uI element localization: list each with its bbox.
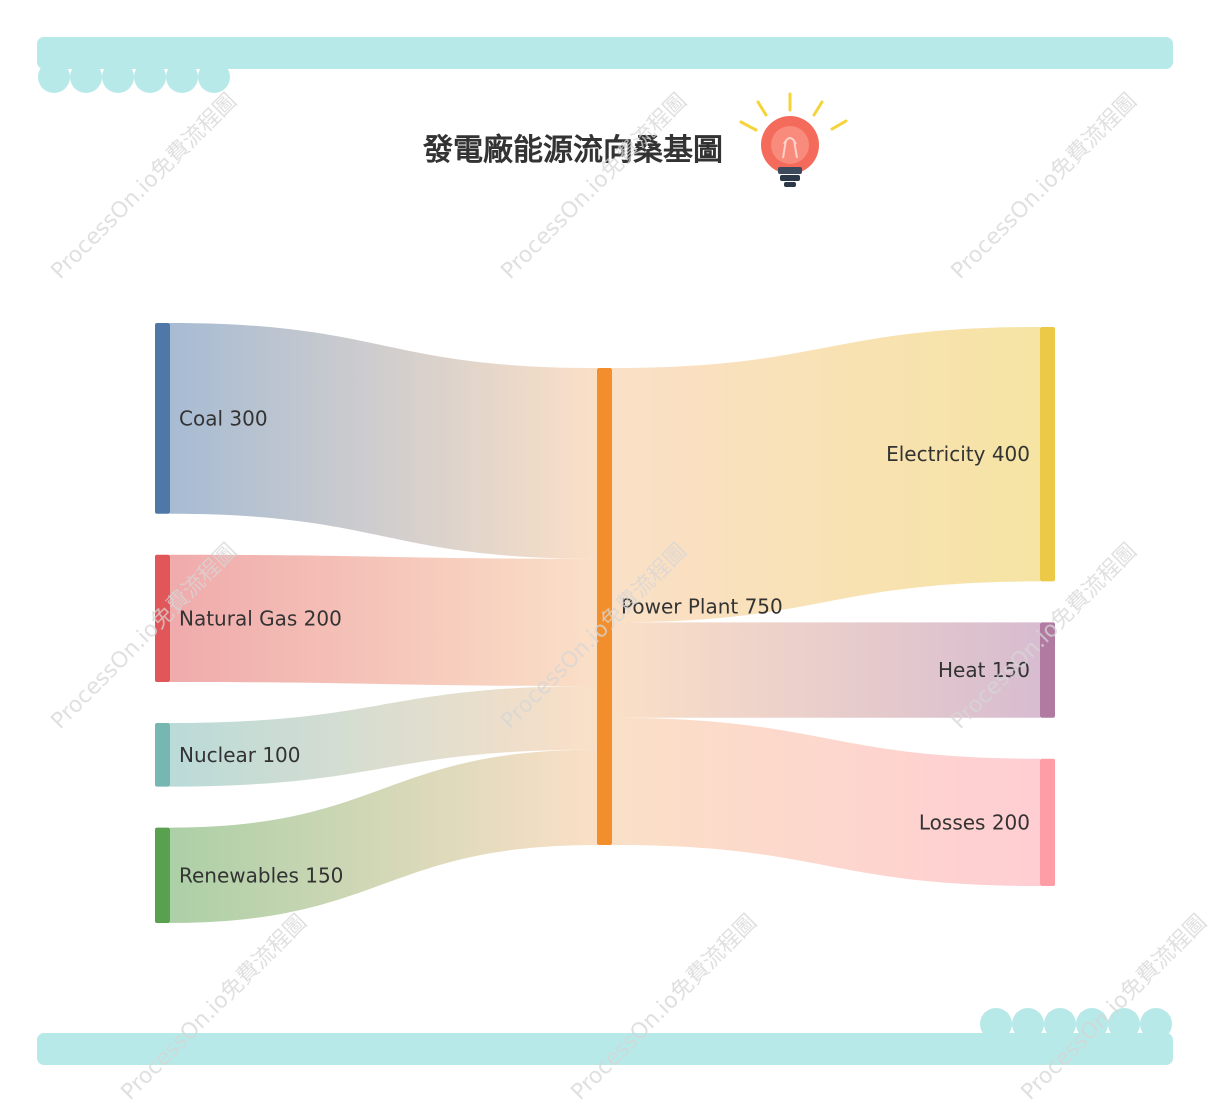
bottom-banner [37, 1008, 1173, 1065]
node-label-power_plant: Power Plant 750 [621, 595, 783, 619]
watermark-text: ProcessOn.io免費流程圖 [1017, 910, 1209, 1101]
node-label-coal: Coal 300 [179, 406, 268, 430]
watermark-text: ProcessOn.io免費流程圖 [47, 89, 242, 284]
node-label-nuclear: Nuclear 100 [179, 743, 301, 767]
link-power_plant-to-losses [612, 717, 1040, 886]
link-renewables-to-power_plant [170, 749, 597, 923]
node-label-renewables: Renewables 150 [179, 863, 343, 887]
watermark-text: ProcessOn.io免費流程圖 [567, 910, 762, 1101]
node-losses [1040, 758, 1055, 886]
node-label-natural_gas: Natural Gas 200 [179, 606, 342, 630]
node-electricity [1040, 327, 1055, 582]
bottom-banner-bar [37, 1033, 1173, 1065]
lightbulb-icon [739, 92, 848, 187]
link-nuclear-to-power_plant [170, 686, 597, 787]
node-renewables [155, 827, 170, 923]
link-natural_gas-to-power_plant [170, 554, 597, 686]
sankey-nodes [155, 323, 1055, 923]
node-label-losses: Losses 200 [919, 810, 1030, 834]
top-banner [37, 37, 1173, 93]
watermark-text: ProcessOn.io免費流程圖 [497, 89, 692, 284]
link-power_plant-to-electricity [612, 327, 1040, 623]
top-banner-scallops [38, 61, 230, 93]
top-banner-bar [37, 37, 1173, 69]
node-power_plant [597, 368, 612, 845]
watermark-text: ProcessOn.io免費流程圖 [117, 910, 312, 1101]
node-label-electricity: Electricity 400 [886, 442, 1030, 466]
page-title: 發電廠能源流向桑基圖 [422, 133, 723, 168]
node-natural_gas [155, 554, 170, 682]
link-power_plant-to-heat [612, 622, 1040, 718]
sankey-links [170, 323, 1040, 923]
node-nuclear [155, 723, 170, 787]
watermark-text: ProcessOn.io免費流程圖 [947, 89, 1142, 284]
link-coal-to-power_plant [170, 323, 597, 559]
node-label-heat: Heat 150 [938, 658, 1030, 682]
node-heat [1040, 622, 1055, 718]
node-coal [155, 323, 170, 514]
bottom-banner-scallops [980, 1008, 1172, 1040]
